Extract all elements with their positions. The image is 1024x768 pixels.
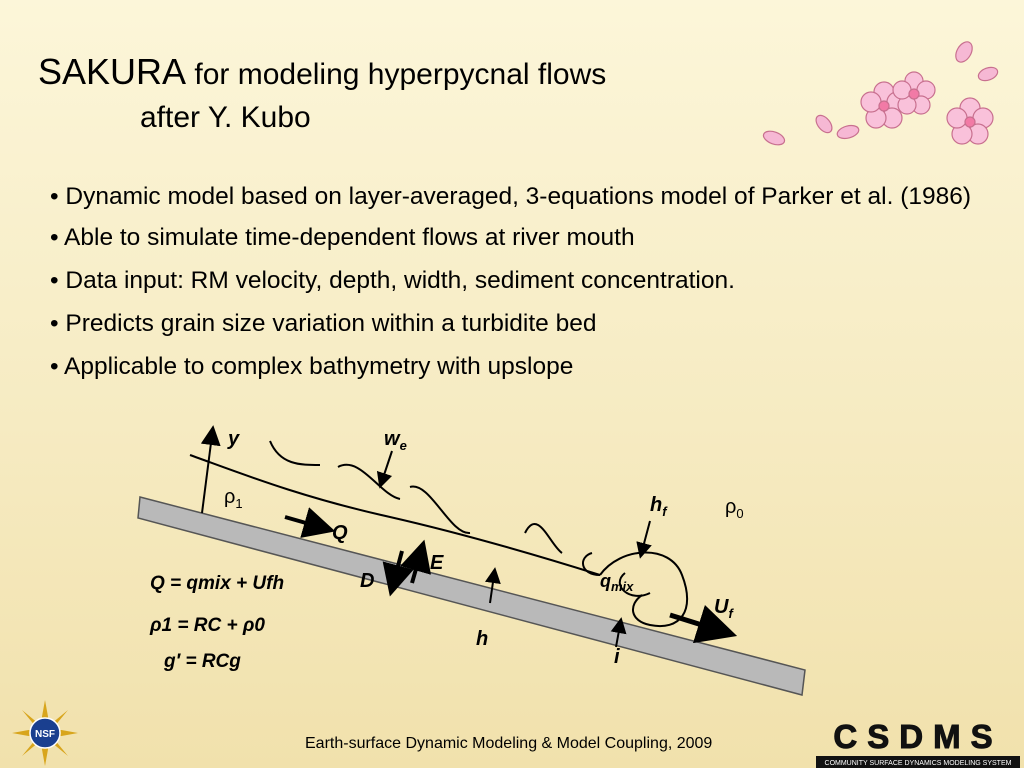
hf-arrow xyxy=(636,520,652,559)
bullet-item: • Applicable to complex bathymetry with … xyxy=(50,353,574,380)
uf-arrow xyxy=(669,604,738,644)
head-loop xyxy=(618,572,651,597)
bullet-item: • Dynamic model based on layer-averaged,… xyxy=(50,183,972,210)
e-arrow xyxy=(400,539,431,584)
footer-text: Earth-surface Dynamic Modeling & Model C… xyxy=(305,735,713,752)
label-q: Q xyxy=(332,522,348,544)
eddy-line xyxy=(524,523,563,554)
title-main: SAKURA xyxy=(38,51,187,92)
label-rho0: ρ0 xyxy=(725,496,744,521)
i-arrow xyxy=(610,617,627,648)
eddy-line xyxy=(409,485,471,535)
q-arrow xyxy=(284,507,336,538)
equation-g: g′ = RCg xyxy=(163,651,241,672)
label-h: h xyxy=(476,628,488,650)
label-rho1: ρ1 xyxy=(224,486,243,511)
flow-top-outline xyxy=(189,454,601,576)
blossom-flower xyxy=(860,71,994,145)
label-d: D xyxy=(360,570,374,592)
hyperpycnal-flow-diagram: y we ρ1 ρ0 Q D E hf qmix Uf h i Q = qmix… xyxy=(137,425,806,696)
cherry-blossom-decoration xyxy=(762,41,999,146)
seabed-slope xyxy=(137,496,806,696)
nsf-logo: NSF xyxy=(12,700,78,766)
csdms-logo-text: CSDMS xyxy=(833,718,1002,755)
bullet-list: • Dynamic model based on layer-averaged,… xyxy=(50,180,980,393)
nsf-logo-text: NSF xyxy=(35,729,55,740)
label-uf: Uf xyxy=(714,596,734,621)
h-arrow xyxy=(484,567,501,604)
equation-rho: ρ1 = RC + ρ0 xyxy=(149,615,265,636)
eddy-line xyxy=(582,552,601,576)
label-e: E xyxy=(430,552,444,574)
label-i: i xyxy=(614,646,620,668)
slide-title: SAKURA for modeling hyperpycnal flows xyxy=(38,52,606,95)
label-we: we xyxy=(384,428,407,453)
eddy-line xyxy=(269,440,321,466)
bullet-item: • Data input: RM velocity, depth, width,… xyxy=(50,267,735,294)
eddy-line xyxy=(337,463,401,500)
we-arrow xyxy=(376,450,393,489)
title-rest: for modeling hyperpycnal flows xyxy=(186,58,607,91)
csdms-logo: CSDMS COMMUNITY SURFACE DYNAMICS MODELIN… xyxy=(816,718,1020,768)
label-y: y xyxy=(227,428,240,450)
label-hf: hf xyxy=(650,494,668,519)
label-qmix: qmix xyxy=(600,571,634,594)
csdms-logo-subtitle: COMMUNITY SURFACE DYNAMICS MODELING SYST… xyxy=(825,760,1012,767)
bullet-item: • Predicts grain size variation within a… xyxy=(50,310,597,337)
bullet-item: • Able to simulate time-dependent flows … xyxy=(50,224,635,251)
equation-q: Q = qmix + Ufh xyxy=(150,573,284,594)
slide-subtitle: after Y. Kubo xyxy=(140,101,311,134)
y-axis-arrow xyxy=(200,425,221,514)
